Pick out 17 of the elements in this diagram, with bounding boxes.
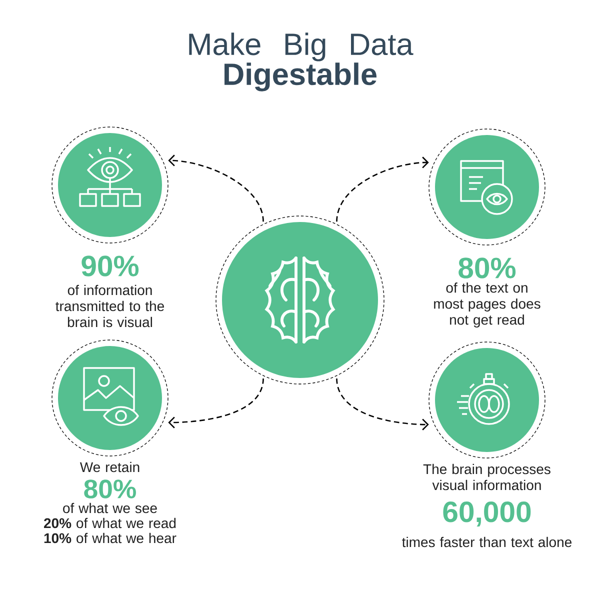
stat-text: The brain processes visual information	[423, 464, 550, 490]
arrow	[168, 154, 264, 222]
stat-value: 80%	[458, 258, 516, 278]
stat-text: of what we see	[63, 502, 157, 514]
stat-text: times faster than text alone	[402, 536, 572, 548]
stat-value: 90%	[82, 256, 139, 276]
title: Make Big Data Digestable	[189, 32, 414, 92]
stat-text: 10% of what we hear	[44, 532, 176, 544]
stat-text: 20% of what we read	[44, 518, 176, 528]
stat-value: 80%	[84, 480, 136, 498]
stat-text: of the text on most pages does not get read	[434, 282, 540, 328]
arrow	[336, 156, 429, 222]
arrow	[336, 378, 429, 430]
arrow	[168, 378, 264, 428]
stat-value: 60,000	[443, 501, 531, 527]
stat-text: of information transmitted to the brain is visual	[56, 284, 164, 328]
stat-text: We retain	[80, 462, 140, 472]
